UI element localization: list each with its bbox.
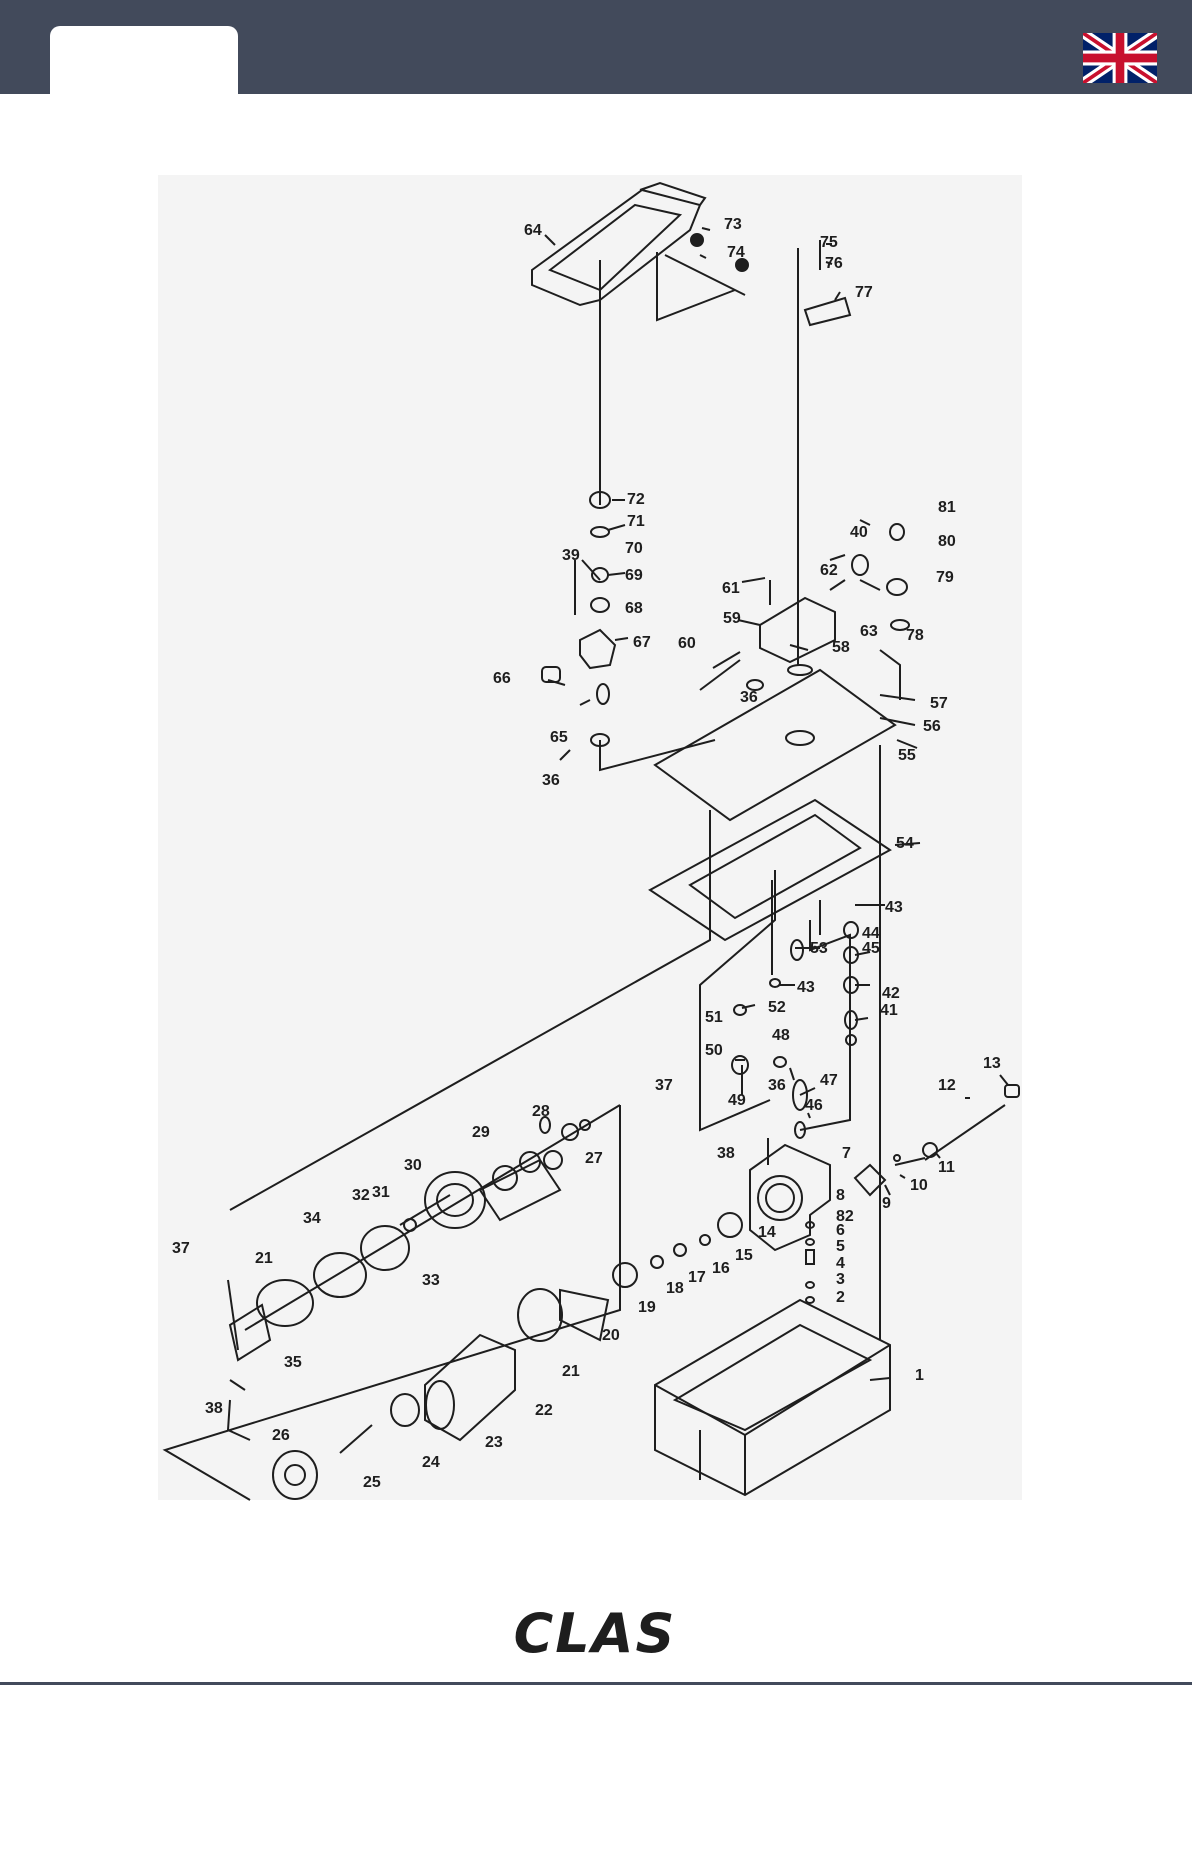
callout-label: 59	[723, 610, 741, 627]
callout-label: 39	[562, 547, 580, 564]
callout-label: 75	[820, 234, 838, 251]
callout-label: 40	[850, 524, 868, 541]
callout-label: 38	[717, 1145, 735, 1162]
callout-label: 4	[836, 1255, 845, 1272]
callout-label: 32	[352, 1187, 370, 1204]
callout-label: 14	[758, 1224, 776, 1241]
callout-label: 5	[836, 1238, 845, 1255]
callout-label: 67	[633, 634, 651, 651]
callout-label: 68	[625, 600, 643, 617]
callout-label: 57	[930, 695, 948, 712]
callout-label: 42	[882, 985, 900, 1002]
callout-label: 51	[705, 1009, 723, 1026]
callout-label: 36	[740, 689, 758, 706]
callout-label: 47	[820, 1072, 838, 1089]
callout-label: 34	[303, 1210, 321, 1227]
callout-label: 30	[404, 1157, 422, 1174]
callout-label: 41	[880, 1002, 898, 1019]
callout-label: 33	[422, 1272, 440, 1289]
callout-label: 64	[524, 222, 542, 239]
callout-label: 19	[638, 1299, 656, 1316]
callout-label: 1	[915, 1367, 924, 1384]
callout-label: 24	[422, 1454, 440, 1471]
callout-label: 55	[898, 747, 916, 764]
callout-label: 3	[836, 1271, 845, 1288]
callout-label: 82	[836, 1208, 854, 1225]
callout-label: 17	[688, 1269, 706, 1286]
callout-label: 26	[272, 1427, 290, 1444]
callout-label: 56	[923, 718, 941, 735]
callout-label: 35	[284, 1354, 302, 1371]
clas-logo: CLAS	[494, 1608, 696, 1660]
callout-label: 73	[724, 216, 742, 233]
callout-label: 58	[832, 639, 850, 656]
header-tab	[50, 26, 238, 94]
callout-label: 43	[885, 899, 903, 916]
callout-label: 29	[472, 1124, 490, 1141]
callout-label: 74	[727, 244, 745, 261]
callout-label: 54	[896, 835, 914, 852]
callout-label: 65	[550, 729, 568, 746]
callout-label: 45	[862, 940, 880, 957]
callout-label: 79	[936, 569, 954, 586]
page-header	[0, 0, 1192, 94]
callout-label: 20	[602, 1327, 620, 1344]
callout-label: 70	[625, 540, 643, 557]
uk-flag-icon[interactable]	[1083, 33, 1157, 83]
callout-label: 16	[712, 1260, 730, 1277]
callout-label: 50	[705, 1042, 723, 1059]
logo-text: CLAS	[494, 1608, 696, 1660]
callout-label: 28	[532, 1103, 550, 1120]
callout-label: 38	[205, 1400, 223, 1417]
callout-label: 81	[938, 499, 956, 516]
callout-label: 37	[655, 1077, 673, 1094]
callout-label: 31	[372, 1184, 390, 1201]
callout-label: 8	[836, 1187, 845, 1204]
callout-label: 37	[172, 1240, 190, 1257]
callout-label: 10	[910, 1177, 928, 1194]
callout-label: 18	[666, 1280, 684, 1297]
callout-label: 78	[906, 627, 924, 644]
callout-label: 2	[836, 1289, 845, 1306]
callout-label: 60	[678, 635, 696, 652]
callout-label: 69	[625, 567, 643, 584]
callout-label: 52	[768, 999, 786, 1016]
callout-label: 9	[882, 1195, 891, 1212]
callout-label: 23	[485, 1434, 503, 1451]
callout-label: 21	[255, 1250, 273, 1267]
callout-label: 76	[825, 255, 843, 272]
callout-label: 36	[542, 772, 560, 789]
callout-label: 71	[627, 513, 645, 530]
callout-label: 11	[938, 1159, 955, 1176]
callout-label: 12	[938, 1077, 956, 1094]
callout-label: 21	[562, 1363, 580, 1380]
callout-label: 27	[585, 1150, 603, 1167]
callout-label: 61	[722, 580, 740, 597]
callout-label: 48	[772, 1027, 790, 1044]
callout-label: 49	[728, 1092, 746, 1109]
callout-label: 66	[493, 670, 511, 687]
callout-label: 80	[938, 533, 956, 550]
callout-label: 53	[810, 940, 828, 957]
callout-label: 46	[805, 1097, 823, 1114]
callout-label: 36	[768, 1077, 786, 1094]
callout-label: 63	[860, 623, 878, 640]
callout-label: 62	[820, 562, 838, 579]
callout-label: 15	[735, 1247, 753, 1264]
callout-label: 72	[627, 491, 645, 508]
callout-label: 7	[842, 1145, 851, 1162]
callout-label: 22	[535, 1402, 553, 1419]
callout-label: 77	[855, 284, 873, 301]
callout-label: 43	[797, 979, 815, 996]
callout-label: 25	[363, 1474, 381, 1491]
exploded-parts-diagram: 1 2 3 4 5 6 7 8 9 10 11 12 13 14 15 16 1…	[158, 175, 1022, 1500]
callout-label: 13	[983, 1055, 1001, 1072]
